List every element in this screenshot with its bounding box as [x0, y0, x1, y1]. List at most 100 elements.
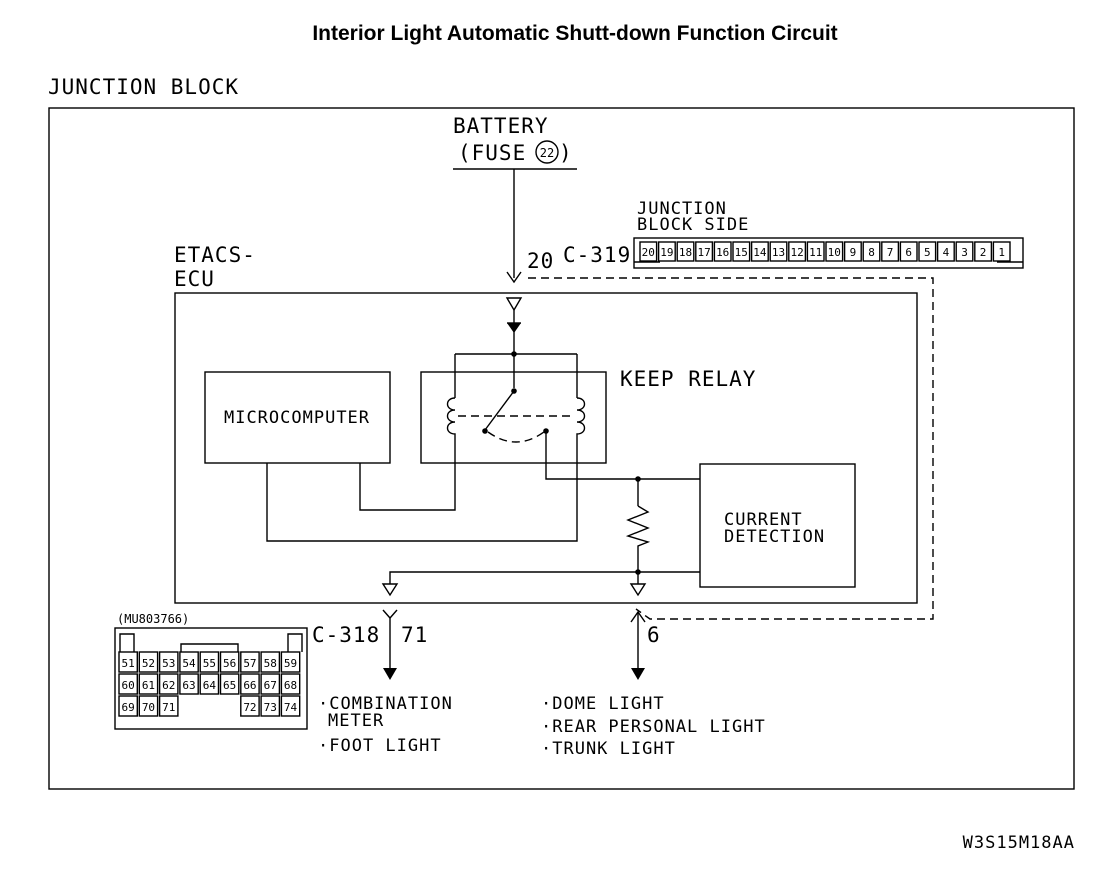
c318-pin-label: 57 — [243, 657, 256, 670]
c318-pin-label: 51 — [122, 657, 135, 670]
c318-pin-cell — [219, 651, 240, 673]
c318-pin-cell — [280, 651, 301, 673]
c318-pin-cell — [199, 651, 220, 673]
fuse-prefix: (FUSE — [458, 141, 526, 165]
c319-pin-label: 20 — [642, 246, 655, 259]
c318-pin-label: 52 — [142, 657, 155, 670]
output-right-line2: ·REAR PERSONAL LIGHT — [541, 717, 766, 737]
c318-pin-cell — [118, 673, 138, 695]
shunt-resistor-icon — [625, 505, 651, 572]
c319-pin-label: 9 — [850, 246, 857, 259]
c318-pin-cell — [199, 673, 220, 695]
c318-pin-cell — [158, 695, 179, 717]
c318-pin-label: 65 — [223, 679, 236, 692]
c318-pin-label: 71 — [162, 701, 175, 714]
c319-pin-label: 10 — [828, 246, 841, 259]
c319-pin-cell — [713, 241, 732, 262]
keep-relay-box — [420, 371, 607, 464]
c319-pin-label: 13 — [772, 246, 785, 259]
c318-pin-cell — [260, 695, 281, 717]
wire-coil-left-to-micro — [359, 446, 456, 511]
output-left-line1: ·COMBINATION — [318, 694, 453, 714]
current-detection-box — [699, 463, 856, 588]
c318-pin-71: 71 — [401, 623, 428, 647]
c319-pin-label: 14 — [753, 246, 767, 259]
c318-pin-label: 74 — [284, 701, 298, 714]
fuse-suffix: ) — [559, 141, 573, 165]
c318-pin-cell — [138, 673, 159, 695]
c318-pin-label: 61 — [142, 679, 155, 692]
etacs-ecu-box — [174, 292, 918, 604]
fuse-number-circle-icon — [535, 140, 559, 164]
c318-pin-cell — [240, 695, 260, 717]
battery-arrow-icon — [506, 271, 522, 284]
c319-pin-cell — [955, 241, 974, 262]
c319-pin-cell — [974, 241, 993, 262]
output-right-line3: ·TRUNK LIGHT — [541, 739, 676, 759]
battery-label: BATTERY — [453, 114, 549, 138]
c318-pin-cell — [240, 673, 260, 695]
c319-pin-cell — [750, 241, 769, 262]
c319-pin-label: 18 — [679, 246, 692, 259]
c319-pin-label: 12 — [790, 246, 803, 259]
c318-pin-label: 59 — [284, 657, 297, 670]
diagram-code: W3S15M18AA — [963, 833, 1075, 853]
c319-pin-label: 19 — [660, 246, 673, 259]
diagram-title: Interior Light Automatic Shutt-down Func… — [312, 22, 837, 45]
c318-pin-cell — [118, 651, 138, 673]
c319-pin-label: 3 — [961, 246, 968, 259]
output-left-line3: ·FOOT LIGHT — [318, 736, 442, 756]
relay-switch-arm — [484, 390, 515, 431]
c319-pin-cell — [676, 241, 695, 262]
c319-pin-cell — [769, 241, 788, 262]
c319-pin-cell — [843, 241, 862, 262]
c318-pin-cell — [260, 673, 281, 695]
c319-pin-label: 15 — [735, 246, 748, 259]
relay-coil-left-icon — [446, 397, 456, 446]
c319-pin-label: 11 — [809, 246, 822, 259]
junction-block-frame — [48, 107, 1075, 790]
c318-pin-label: 62 — [162, 679, 175, 692]
fuse-number: 22 — [540, 146, 554, 160]
c318-pin-cell — [260, 651, 281, 673]
c318-pin-cell — [158, 673, 179, 695]
c318-pin-label: 72 — [243, 701, 256, 714]
c319-pin-cell — [992, 241, 1011, 262]
c319-pin-label: 5 — [924, 246, 931, 259]
c318-pin-label: 67 — [264, 679, 277, 692]
c319-pin-cell — [639, 241, 658, 262]
microcomputer-label: MICROCOMPUTER — [224, 408, 370, 428]
c319-pin-cell — [825, 241, 844, 262]
etacs-label-line2: ECU — [174, 267, 215, 291]
c319-pin-label: 16 — [716, 246, 729, 259]
c318-pin-cell — [138, 651, 159, 673]
c319-pin-label: 1 — [998, 246, 1005, 259]
c319-pin-number: 20 — [527, 249, 554, 273]
c318-pin-label: 54 — [182, 657, 196, 670]
c319-pin-cell — [862, 241, 881, 262]
c318-pin-cell — [219, 673, 240, 695]
c318-pin-cell — [280, 673, 301, 695]
c319-pin-label: 17 — [697, 246, 710, 259]
c319-pin-label: 7 — [887, 246, 894, 259]
output-left-line2: METER — [328, 711, 384, 731]
relay-coil-right-icon — [576, 397, 586, 446]
c318-pin-cell — [138, 695, 159, 717]
output-arrow-right-icon — [631, 668, 645, 680]
c319-pin-cell — [732, 241, 751, 262]
c318-pin-cell — [240, 651, 260, 673]
c319-to-c318-dashed-wire — [528, 277, 934, 620]
wire-relay-to-detection — [545, 431, 700, 480]
c318-pin-label: 53 — [162, 657, 175, 670]
c318-pin-label: 63 — [182, 679, 195, 692]
c318-pin-cell — [280, 695, 301, 717]
c319-pin-cell — [881, 241, 900, 262]
c319-pin-label: 4 — [943, 246, 950, 259]
c319-connector-name: C-319 — [563, 243, 631, 267]
c318-pin-cell — [158, 651, 179, 673]
c318-pin-label: 68 — [284, 679, 297, 692]
terminal-open-icon — [505, 297, 523, 312]
c319-pin-label: 8 — [868, 246, 875, 259]
c318-pin-label: 60 — [122, 679, 135, 692]
